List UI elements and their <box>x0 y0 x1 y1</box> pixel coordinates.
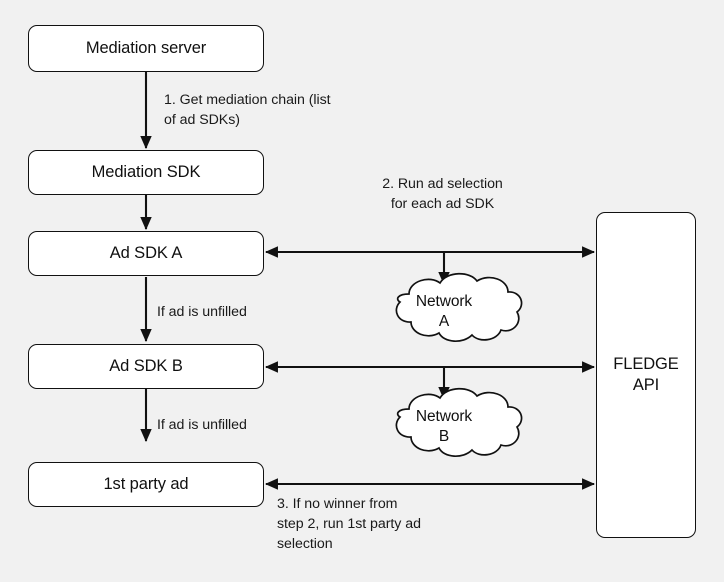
node-mediation-server-label: Mediation server <box>85 39 207 58</box>
node-mediation-server[interactable]: Mediation server <box>28 25 264 72</box>
edge-label-unfilled-b: If ad is unfilled <box>157 417 247 433</box>
cloud-network-a <box>395 272 523 342</box>
edge-label-step2: 2. Run ad selection for each ad SDK <box>382 176 503 213</box>
edge-label-step1: 1. Get mediation chain (list of ad SDKs) <box>164 92 331 129</box>
node-first-party-ad[interactable]: 1st party ad <box>28 462 264 507</box>
edge-label-step3: 3. If no winner from step 2, run 1st par… <box>277 496 421 553</box>
node-fledge-api[interactable]: FLEDGE API <box>596 212 696 538</box>
node-ad-sdk-b[interactable]: Ad SDK B <box>28 344 264 389</box>
node-mediation-sdk-label: Mediation SDK <box>91 163 201 182</box>
node-first-party-ad-label: 1st party ad <box>103 475 189 494</box>
edge-label-unfilled-a: If ad is unfilled <box>157 304 247 320</box>
node-ad-sdk-a[interactable]: Ad SDK A <box>28 231 264 276</box>
node-ad-sdk-a-label: Ad SDK A <box>109 244 183 263</box>
node-mediation-sdk[interactable]: Mediation SDK <box>28 150 264 195</box>
node-ad-sdk-b-label: Ad SDK B <box>109 357 183 376</box>
node-fledge-api-label: FLEDGE API <box>613 355 679 394</box>
cloud-network-b <box>395 387 523 457</box>
